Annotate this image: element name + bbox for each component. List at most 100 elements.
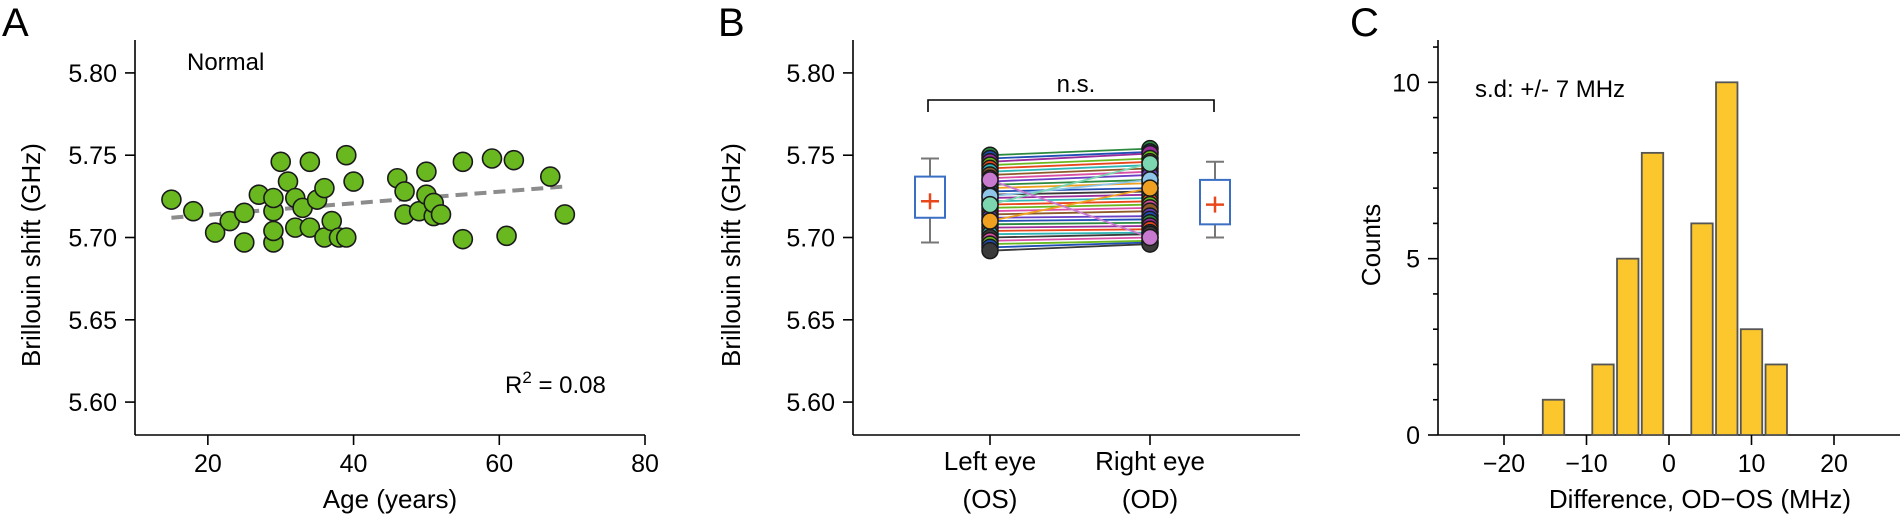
- pair-line: [989, 174, 1151, 183]
- panel-letter-c: C: [1350, 1, 1379, 45]
- data-point: [182, 200, 204, 222]
- panel-letter-a: A: [2, 1, 29, 45]
- histogram-bar: [1541, 398, 1566, 436]
- data-point: [263, 220, 284, 242]
- panel-c-x-tick-label: 0: [1662, 450, 1676, 478]
- histogram-bar: [1715, 81, 1739, 436]
- data-point: [343, 171, 364, 192]
- right-eye-point: [1141, 228, 1159, 247]
- pair-line: [989, 239, 1151, 245]
- pair-line: [989, 231, 1151, 236]
- right-eye-point: [1141, 154, 1159, 173]
- data-point: [270, 151, 292, 173]
- pair-line: [989, 200, 1151, 206]
- data-point: [503, 149, 525, 171]
- pair-line: [989, 221, 1151, 226]
- pair-line: [989, 152, 1151, 163]
- panel-a-annotation: Normal: [187, 49, 264, 76]
- data-point: [554, 204, 576, 225]
- histogram-bar: [1739, 328, 1764, 436]
- data-point: [161, 189, 182, 210]
- pair-line: [989, 170, 1151, 180]
- pair-line: [989, 157, 1151, 166]
- panel-a-x-label: Age (years): [323, 484, 457, 514]
- x-label-right-eye: Right eye: [1095, 446, 1205, 476]
- x-label-os: (OS): [963, 484, 1018, 514]
- pair-line: [989, 187, 1151, 193]
- panel-a-r2-label: R2 = 0.08: [505, 368, 606, 399]
- panel-b-y-tick-label: 5.70: [786, 225, 835, 253]
- pair-line: [989, 179, 1151, 239]
- panel-b-paired: 5.605.655.705.755.80 n.s. Left eye (OS) …: [716, 40, 1300, 514]
- panel-a-x-tick-label: 20: [194, 450, 222, 478]
- data-point: [430, 204, 452, 225]
- panel-c-x-tick-label: −20: [1483, 450, 1525, 478]
- pair-line: [989, 225, 1151, 229]
- panel-a-y-label: Brillouin shift (GHz): [16, 143, 46, 367]
- pair-line: [989, 236, 1151, 242]
- pair-line: [989, 162, 1151, 206]
- histogram-bar: [1616, 257, 1640, 436]
- x-label-left-eye: Left eye: [944, 446, 1037, 476]
- pair-line: [989, 164, 1151, 173]
- data-point: [204, 222, 226, 243]
- pair-line: [989, 160, 1151, 170]
- data-point: [335, 144, 357, 166]
- panel-letter-b: B: [718, 1, 745, 45]
- pair-line: [989, 147, 1151, 157]
- pair-line: [989, 241, 1151, 249]
- panel-a-x-tick-label: 60: [485, 450, 513, 478]
- left-eye-point: [981, 171, 999, 189]
- panel-b-y-tick-label: 5.65: [786, 307, 835, 335]
- data-point: [416, 161, 437, 182]
- pair-line: [989, 233, 1151, 239]
- panel-a-y-tick-label: 5.60: [68, 389, 117, 417]
- panel-a-y-tick-label: 5.70: [68, 225, 117, 253]
- data-point: [394, 181, 415, 202]
- pair-line: [989, 182, 1151, 190]
- data-point: [481, 148, 503, 169]
- data-point: [452, 151, 474, 173]
- pair-line: [989, 178, 1151, 186]
- histogram-bar: [1764, 363, 1788, 436]
- panel-a-y-tick-label: 5.80: [68, 60, 117, 88]
- left-eye-point: [981, 195, 999, 214]
- panel-b-y-tick-label: 5.60: [786, 389, 835, 417]
- data-point: [452, 228, 474, 250]
- data-point: [233, 232, 255, 253]
- histogram-bar: [1640, 151, 1665, 436]
- x-label-od: (OD): [1122, 484, 1178, 514]
- significance-bracket: [927, 99, 1215, 112]
- panel-a-y-tick-label: 5.65: [68, 307, 117, 335]
- panel-a-y-tick-label: 5.75: [68, 142, 117, 170]
- histogram-bar: [1690, 222, 1714, 436]
- pair-line: [989, 218, 1151, 222]
- pair-line: [989, 197, 1151, 203]
- panel-c-y-tick-label: 10: [1392, 69, 1420, 97]
- data-point: [233, 202, 255, 224]
- pair-line: [989, 215, 1151, 219]
- panel-a-scatter: 20 40 60 80 5.60 5.65 5.70 5.75 5.80 Normal R2 =…: [16, 40, 659, 514]
- data-point: [263, 187, 284, 209]
- right-eye-point: [1141, 179, 1159, 197]
- panel-c-x-tick-label: −10: [1565, 450, 1607, 478]
- panel-a-x-tick-label: 40: [340, 450, 368, 478]
- data-point: [335, 227, 357, 248]
- pair-line: [989, 210, 1151, 216]
- panel-c-x-label: Difference, OD−OS (MHz): [1549, 484, 1851, 514]
- data-point: [496, 225, 517, 247]
- pair-line: [989, 228, 1151, 232]
- panel-c-y-tick-label: 0: [1406, 422, 1420, 450]
- panel-c-annotation: s.d: +/- 7 MHz: [1475, 76, 1625, 103]
- left-eye-point: [981, 212, 999, 230]
- panel-a-x-tick-label: 80: [631, 450, 659, 478]
- data-point: [299, 217, 321, 238]
- panel-c-y-label: Counts: [1356, 204, 1386, 286]
- left-eye-point: [981, 241, 999, 260]
- data-point: [539, 166, 561, 187]
- data-point: [314, 177, 335, 199]
- pair-line: [989, 203, 1151, 209]
- panel-c-x-tick-label: 20: [1820, 450, 1848, 478]
